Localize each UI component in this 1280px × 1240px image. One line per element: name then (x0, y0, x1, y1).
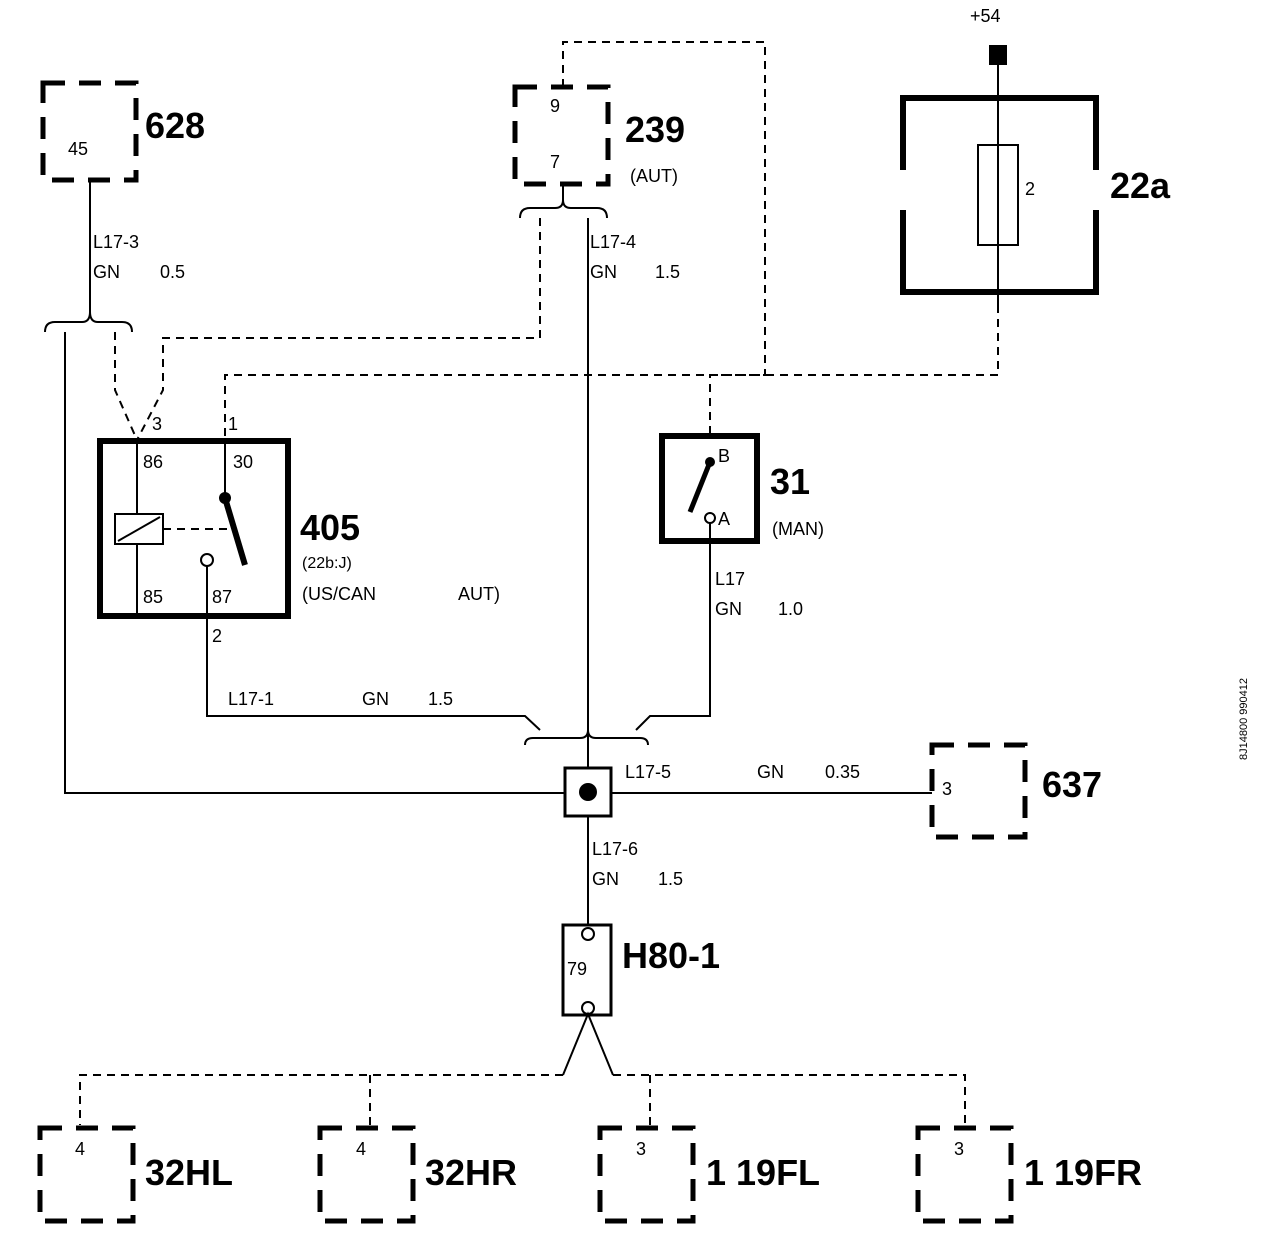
relay-405: 3 1 86 30 85 87 405 (22b:J) (US/CAN AUT) (97, 414, 500, 619)
wire-l17-3-color: GN (93, 262, 120, 282)
component-119fr-label: 1 19FR (1024, 1152, 1142, 1193)
wire-l17-6-size: 1.5 (658, 869, 683, 889)
component-637: 3 637 (929, 742, 1102, 840)
wire-l17-6-name: L17-6 (592, 839, 638, 859)
connector-h80-1: 79 H80-1 (561, 923, 720, 1017)
supply-terminal (989, 45, 1007, 65)
component-32hl: 4 32HL (37, 1125, 233, 1224)
relay-405-conn-3: 3 (152, 414, 162, 434)
relay-contact-87 (200, 553, 214, 567)
relay-405-pin-86: 86 (143, 452, 163, 472)
wire-l17-color: GN (715, 599, 742, 619)
component-32hl-label: 32HL (145, 1152, 233, 1193)
component-628-pin: 45 (68, 139, 88, 159)
splice-brace-top (519, 199, 608, 219)
wire-l17-5: L17-5 GN 0.35 (611, 762, 932, 794)
wire-l17-3-name: L17-3 (93, 232, 139, 252)
component-32hr: 4 32HR (317, 1125, 517, 1224)
wire-l17-size: 1.0 (778, 599, 803, 619)
switch-31-label: 31 (770, 461, 810, 502)
component-119fl-pin: 3 (636, 1139, 646, 1159)
component-637-label: 637 (1042, 764, 1102, 805)
relay-405-pin-85: 85 (143, 587, 163, 607)
switch-31-note: (MAN) (772, 519, 824, 539)
component-119fr-pin: 3 (954, 1139, 964, 1159)
connector-h80-pin: 79 (567, 959, 587, 979)
wire-l17-5-color: GN (757, 762, 784, 782)
relay-405-pin-30: 30 (233, 452, 253, 472)
switch-31: B A 31 (MAN) (659, 433, 824, 544)
wire-l17-name: L17 (715, 569, 745, 589)
wire-l17-6: L17-6 GN 1.5 (587, 816, 683, 928)
wire-l17-3-size: 0.5 (160, 262, 185, 282)
wire-l17-1: 2 L17-1 GN 1.5 (206, 616, 541, 731)
wire-l17-4-name: L17-4 (590, 232, 636, 252)
lamp-branches (79, 1011, 966, 1125)
switch-31-pin-b: B (718, 446, 730, 466)
relay-405-note3: AUT) (458, 584, 500, 604)
wire-left-to-j148 (64, 332, 565, 794)
supply-label: +54 (970, 6, 1001, 26)
wire-l17: L17 GN 1.0 (635, 523, 803, 731)
relay-405-conn-2: 2 (212, 626, 222, 646)
relay-405-label: 405 (300, 507, 360, 548)
wire-l17-3: L17-3 GN 0.5 (44, 180, 185, 333)
component-119fl: 3 1 19FL (597, 1125, 820, 1224)
relay-405-note1: (22b:J) (302, 555, 352, 572)
connector-h80-label: H80-1 (622, 935, 720, 976)
wire-l17-1-name: L17-1 (228, 689, 274, 709)
dashed-wiring (114, 41, 999, 441)
component-239-note: (AUT) (630, 166, 678, 186)
relay-405-note2: (US/CAN (302, 584, 376, 604)
wire-l17-4-size: 1.5 (655, 262, 680, 282)
component-32hr-label: 32HR (425, 1152, 517, 1193)
component-22a-box (900, 95, 1099, 295)
doc-reference: 8J14800 990412 (1238, 678, 1250, 760)
component-239-pin-9: 9 (550, 96, 560, 116)
component-119fr: 3 1 19FR (915, 1125, 1142, 1224)
component-628: 45 628 (40, 80, 205, 183)
relay-405-pin-87: 87 (212, 587, 232, 607)
component-239-label: 239 (625, 109, 685, 150)
wire-l17-4-color: GN (590, 262, 617, 282)
component-32hl-pin: 4 (75, 1139, 85, 1159)
wire-l17-6-color: GN (592, 869, 619, 889)
component-22a-label: 22a (1110, 165, 1171, 206)
component-239: 9 7 239 (AUT) (512, 84, 685, 187)
component-22a: +54 2 22a (900, 6, 1171, 305)
splice-brace-left (44, 311, 133, 333)
splice-brace-j148 (524, 729, 649, 746)
relay-405-conn-1: 1 (228, 414, 238, 434)
component-628-label: 628 (145, 105, 205, 146)
junction-j148 (563, 766, 613, 818)
component-119fl-label: 1 19FL (706, 1152, 820, 1193)
switch-pin-a-dot (704, 512, 716, 524)
component-637-pin: 3 (942, 779, 952, 799)
wire-l17-5-name: L17-5 (625, 762, 671, 782)
component-239-pin-7: 7 (550, 152, 560, 172)
wire-l17-1-size: 1.5 (428, 689, 453, 709)
wire-l17-4: L17-4 GN 1.5 (519, 184, 680, 790)
junction-dot (579, 783, 597, 801)
wire-l17-5-size: 0.35 (825, 762, 860, 782)
component-32hr-pin: 4 (356, 1139, 366, 1159)
fuse-label: 2 (1025, 179, 1035, 199)
wire-l17-1-color: GN (362, 689, 389, 709)
switch-31-pin-a: A (718, 509, 730, 529)
